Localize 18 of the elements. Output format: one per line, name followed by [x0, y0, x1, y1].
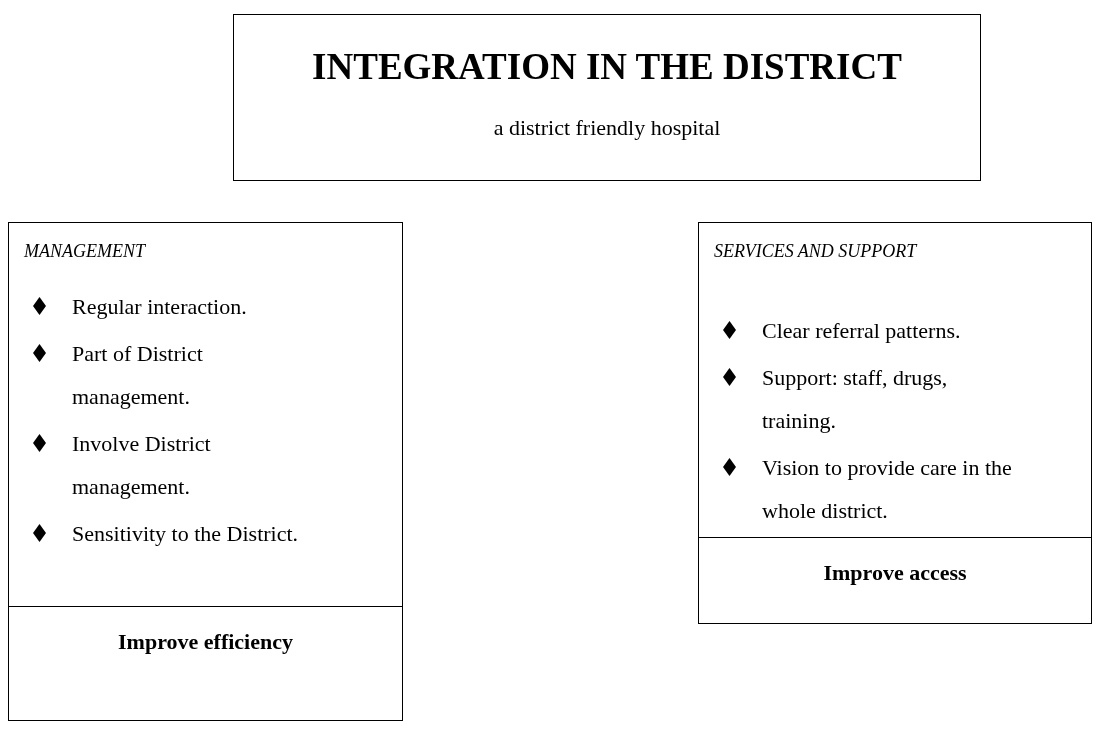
section-box	[8, 222, 403, 608]
section-box	[698, 222, 1092, 539]
outcome-text: Improve efficiency	[117, 629, 294, 655]
subtitle-text: a district friendly hospital	[492, 115, 722, 141]
title-text: INTEGRATION IN THE DISTRICT	[311, 45, 903, 88]
bullet-text: Regular interaction.	[72, 293, 248, 321]
bullet-text: Sensitivity to the District.	[72, 520, 300, 548]
section-heading: SERVICES AND SUPPORT	[714, 241, 917, 262]
bullet-text: Support: staff, drugs, training.	[762, 364, 949, 435]
outcome-box	[698, 537, 1092, 624]
section-heading: MANAGEMENT	[24, 241, 145, 262]
bullet-text: Involve District management.	[72, 430, 212, 501]
bullet-text: Vision to provide care in the whole district.	[762, 454, 1013, 525]
outcome-box	[8, 606, 403, 721]
title-box	[233, 14, 981, 181]
bullet-text: Part of District management.	[72, 340, 204, 411]
bullet-text: Clear referral patterns.	[762, 317, 962, 345]
outcome-text: Improve access	[822, 560, 968, 586]
